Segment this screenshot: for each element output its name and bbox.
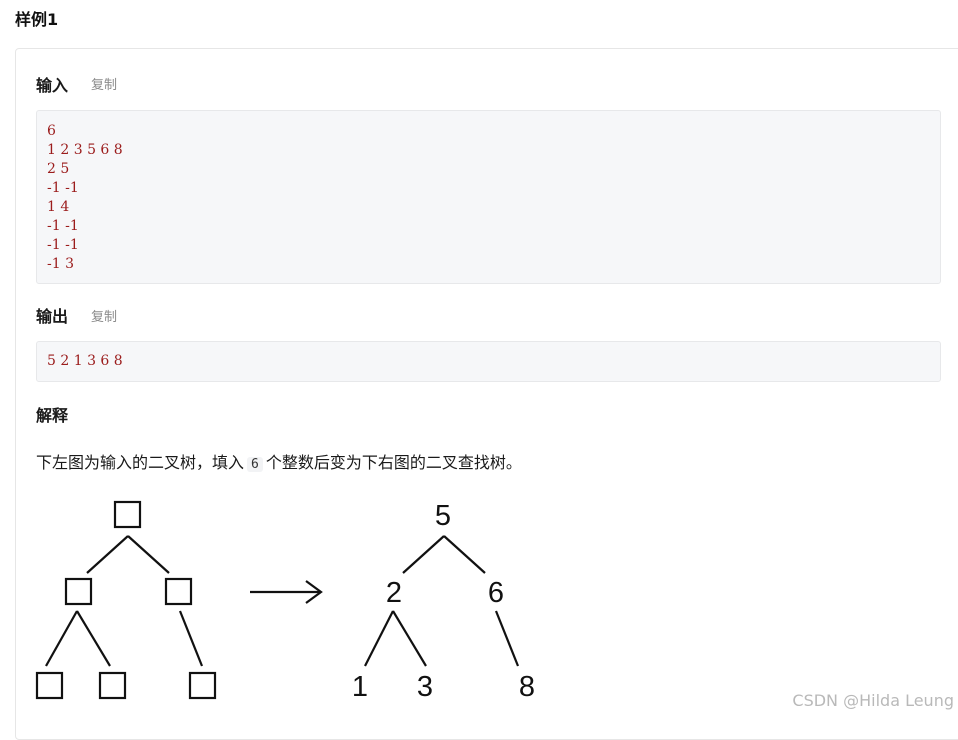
tree-figure: 5 2 6 1 3 8 bbox=[35, 500, 535, 703]
output-code-block: 5 2 1 3 6 8 bbox=[36, 341, 941, 382]
tree-edge bbox=[76, 610, 111, 667]
tree-edge bbox=[127, 535, 170, 574]
arrow-icon bbox=[250, 580, 323, 604]
input-line: 1 4 bbox=[47, 199, 70, 215]
tree-node-value: 8 bbox=[519, 671, 535, 703]
input-code-block: 6 1 2 3 5 6 8 2 5 -1 -1 1 4 -1 -1 -1 -1 … bbox=[36, 110, 941, 284]
input-line: -1 -1 bbox=[47, 180, 79, 196]
input-line: 6 bbox=[47, 123, 56, 139]
tree-node-box bbox=[35, 671, 64, 700]
tree-node-box bbox=[113, 500, 142, 529]
tree-edge bbox=[86, 535, 129, 574]
tree-node-value: 3 bbox=[417, 671, 433, 703]
tree-node-value: 1 bbox=[352, 671, 368, 703]
tree-node-box bbox=[164, 577, 193, 606]
right-tree-labels: 5 2 6 1 3 8 bbox=[352, 500, 535, 703]
output-line: 5 2 1 3 6 8 bbox=[47, 353, 123, 369]
left-tree bbox=[35, 500, 217, 700]
explain-label: 解释 bbox=[36, 406, 69, 425]
input-line: -1 -1 bbox=[47, 237, 79, 253]
tree-edge bbox=[45, 610, 78, 667]
input-copy-button[interactable]: 复制 bbox=[91, 78, 118, 93]
input-line: 1 2 3 5 6 8 bbox=[47, 142, 123, 158]
tree-edge bbox=[494, 610, 520, 667]
tree-node-box bbox=[188, 671, 217, 700]
tree-edge bbox=[364, 610, 394, 667]
right-tree-edges bbox=[364, 535, 520, 667]
input-line: 2 5 bbox=[47, 161, 70, 177]
output-copy-button[interactable]: 复制 bbox=[91, 310, 118, 325]
explain-text-before: 下左图为输入的二叉树，填入 bbox=[36, 453, 245, 472]
tree-node-value: 2 bbox=[386, 577, 402, 609]
tree-edge bbox=[178, 610, 204, 667]
tree-node-box bbox=[98, 671, 127, 700]
output-label: 输出 bbox=[36, 307, 69, 326]
explain-text-after: 个整数后变为下右图的二叉查找树。 bbox=[265, 453, 522, 472]
tree-node-value: 5 bbox=[435, 500, 451, 532]
input-line: -1 3 bbox=[47, 256, 74, 272]
inline-code-value: 6 bbox=[247, 457, 263, 472]
tree-edge bbox=[392, 610, 427, 667]
tree-edge bbox=[443, 535, 486, 574]
input-line: -1 -1 bbox=[47, 218, 79, 234]
tree-edge bbox=[402, 535, 445, 574]
watermark: CSDN @Hilda Leung bbox=[792, 691, 954, 710]
input-label: 输入 bbox=[36, 76, 69, 95]
tree-node-box bbox=[64, 577, 93, 606]
sample-title: 样例1 bbox=[15, 10, 59, 29]
tree-node-value: 6 bbox=[488, 577, 504, 609]
